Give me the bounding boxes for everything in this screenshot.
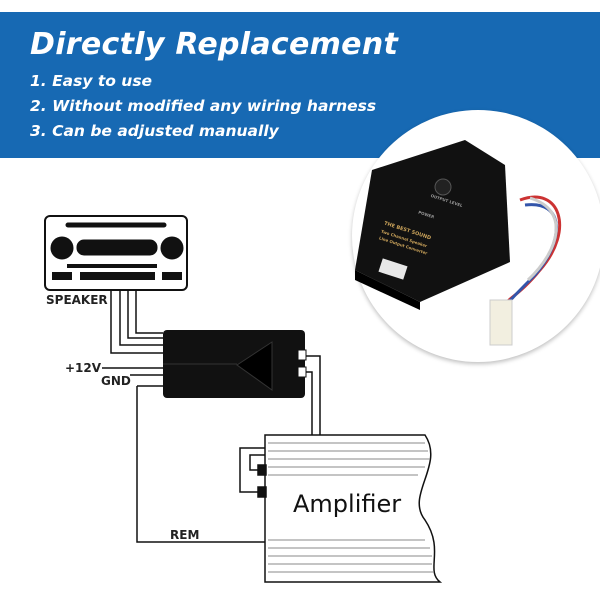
wires: [102, 290, 321, 543]
feature-1: 1. Easy to use: [30, 72, 153, 90]
feature-2: 2. Without modified any wiring harness: [30, 97, 377, 115]
page-title: Directly Replacement: [30, 27, 399, 62]
rem-label: REM: [170, 528, 200, 542]
gnd-label: GND: [101, 374, 131, 388]
speaker-label: SPEAKER: [46, 293, 108, 307]
v12-label: +12V: [65, 361, 102, 375]
converter-product-image: [355, 140, 562, 346]
amplifier-label: Amplifier: [293, 490, 402, 518]
amplifier-icon: [257, 434, 443, 583]
converter-icon: [163, 330, 307, 398]
feature-3: 3. Can be adjusted manually: [30, 122, 279, 140]
head-unit-icon: [44, 215, 188, 291]
